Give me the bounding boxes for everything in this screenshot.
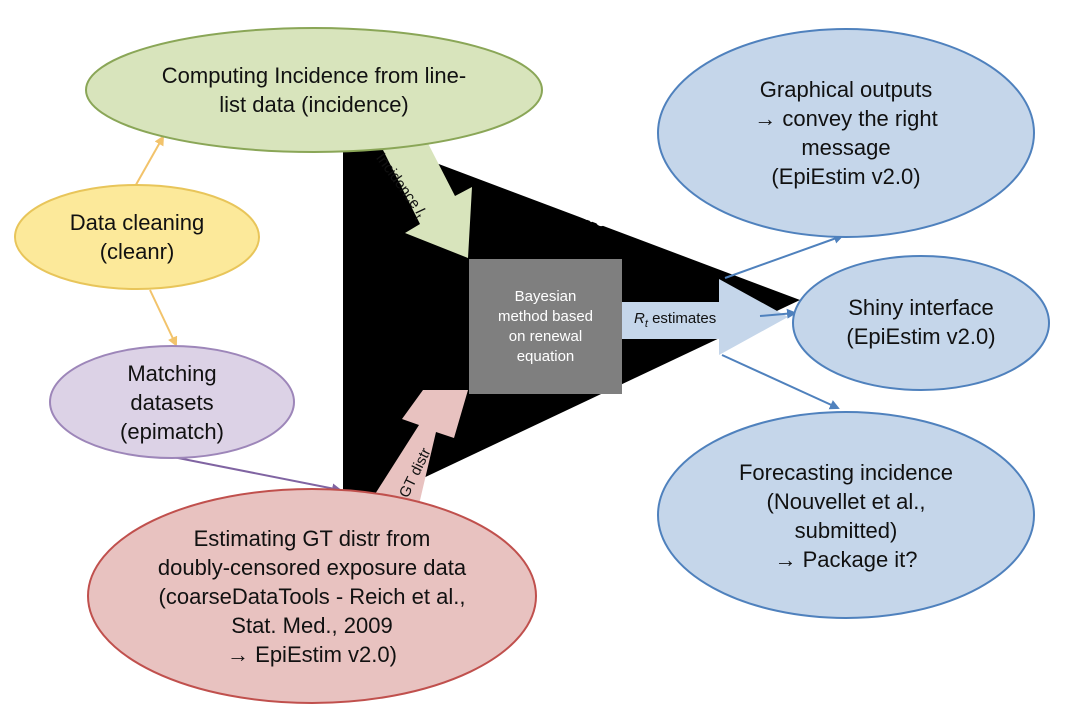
graphical-outputs-line-3: message <box>801 135 891 160</box>
core-box-line-1: Bayesian <box>514 287 577 305</box>
node-shiny-interface <box>792 255 1050 391</box>
node-forecasting <box>657 411 1035 619</box>
forecasting-line-2: (Nouvellet et al., <box>766 489 926 514</box>
data-cleaning-line-1: Data cleaning <box>69 210 205 235</box>
shiny-interface-line-2: (EpiEstim v2.0) <box>846 324 996 349</box>
computing-incidence-line-2: list data (incidence) <box>219 92 409 117</box>
graphical-outputs-line-2: → convey the right <box>754 106 938 131</box>
connector-rt-to-forecasting <box>721 354 840 410</box>
matching-datasets-label: Matching datasets (epimatch) <box>72 355 272 449</box>
forecasting-label: Forecasting incidence (Nouvellet et al.,… <box>706 455 986 577</box>
estimating-gt-line-2: doubly-censored exposure data <box>157 554 467 580</box>
rt-symbol: R <box>634 310 645 327</box>
rt-estimates-arrow <box>622 279 788 355</box>
rt-estimates-label: Rt estimates <box>634 310 716 330</box>
data-cleaning-line-2: (cleanr) <box>99 239 175 264</box>
node-data-cleaning <box>14 184 260 290</box>
node-estimating-gt <box>87 488 537 704</box>
core-box-line-2: method based <box>497 307 594 325</box>
matching-datasets-line-1: Matching <box>127 360 217 386</box>
estimating-gt-line-3: (coarseDataTools - Reich et al., <box>158 583 466 609</box>
rt-subscript: t <box>644 318 648 330</box>
bayesian-method-box: Bayesian method based on renewal equatio… <box>469 259 622 394</box>
matching-datasets-line-3: (epimatch) <box>120 418 224 444</box>
connector-cleaning-to-incidence <box>132 135 164 191</box>
core-box-line-3: on renewal <box>508 327 583 345</box>
forecasting-line-1: Forecasting incidence <box>738 460 953 485</box>
computing-incidence-line-1: Computing Incidence from line- <box>161 63 467 88</box>
connector-rt-to-graphical <box>724 233 844 279</box>
data-cleaning-label: Data cleaning (cleanr) <box>37 205 237 269</box>
matching-datasets-line-2: datasets <box>130 389 214 415</box>
computing-incidence-label: Computing Incidence from line- list data… <box>100 55 528 125</box>
shiny-interface-label: Shiny interface (EpiEstim v2.0) <box>821 290 1021 354</box>
connector-matching-to-gt <box>172 456 342 494</box>
node-computing-incidence <box>85 27 543 153</box>
graphical-outputs-line-1: Graphical outputs <box>759 77 933 102</box>
estimating-gt-line-1: Estimating GT distr from <box>193 525 431 551</box>
core-box-line-4: equation <box>516 347 575 365</box>
incidence-arrow <box>382 118 472 258</box>
estimating-gt-label: Estimating GT distr from doubly-censored… <box>102 517 522 675</box>
rt-label: estimates <box>647 310 717 327</box>
forecasting-line-4: → Package it? <box>774 547 918 572</box>
estimating-gt-line-4: Stat. Med., 2009 <box>231 612 393 638</box>
graphical-outputs-line-4: (EpiEstim v2.0) <box>771 164 921 189</box>
node-matching-datasets <box>49 345 295 459</box>
graphical-outputs-label: Graphical outputs → convey the right mes… <box>706 72 986 194</box>
gt-distr-arrow <box>370 390 468 526</box>
estimating-gt-line-5: → EpiEstim v2.0) <box>227 641 397 667</box>
forecasting-line-3: submitted) <box>794 518 898 543</box>
connector-cleaning-to-matching <box>149 289 178 347</box>
node-graphical-outputs <box>657 28 1035 238</box>
connector-rt-to-shiny <box>759 308 797 319</box>
shiny-interface-line-1: Shiny interface <box>848 295 994 320</box>
